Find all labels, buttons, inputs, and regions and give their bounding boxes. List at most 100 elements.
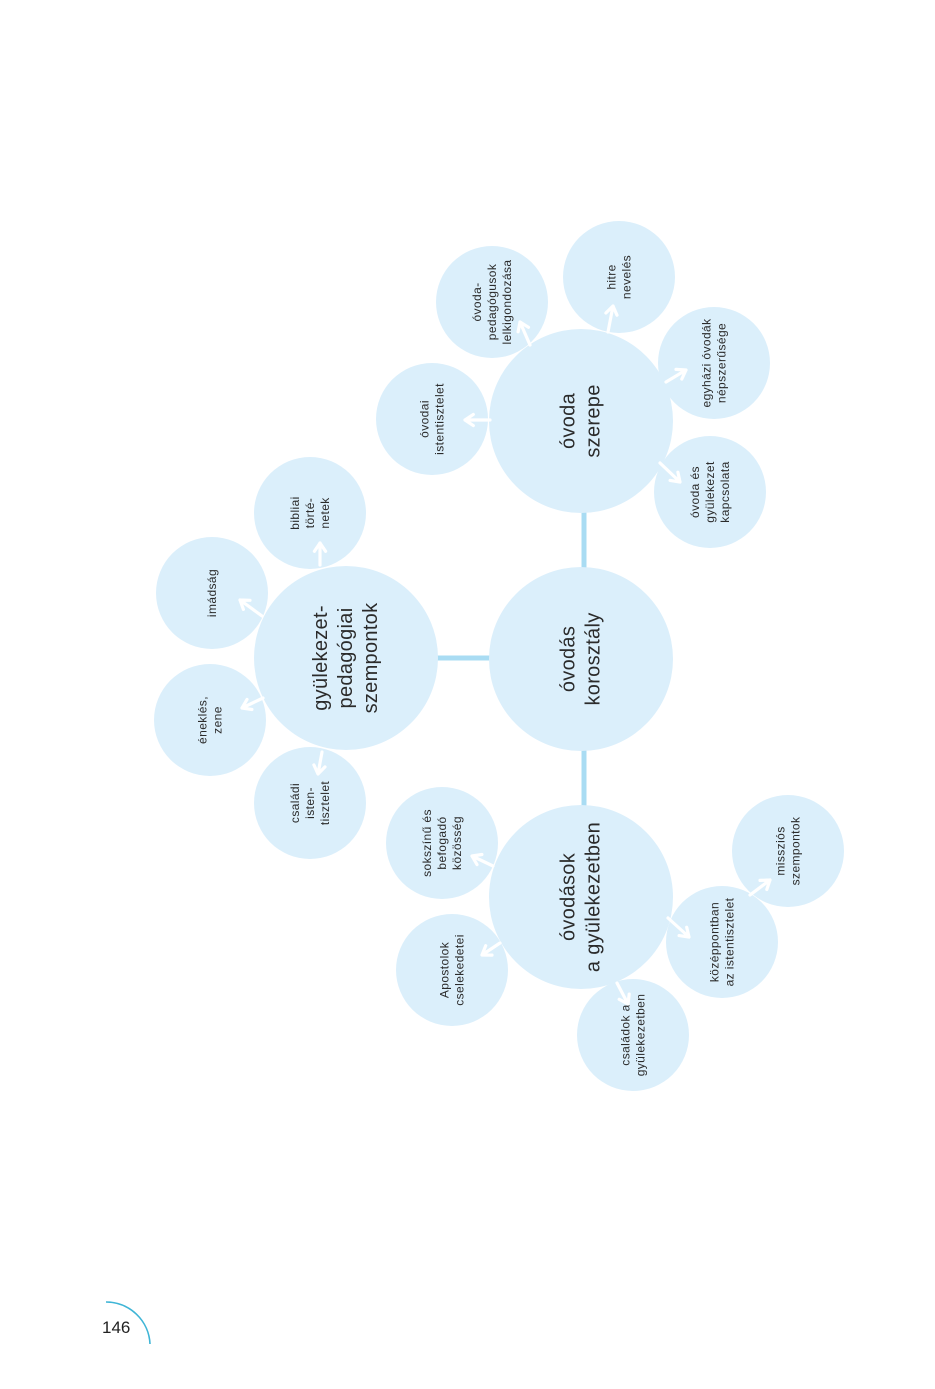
leaf-kozeppontban-label-line: középpontban (708, 902, 722, 982)
leaf-misszios-label: missziósszempontok (774, 816, 803, 885)
leaf-ovodai-isten-bubble (376, 363, 488, 475)
leaf-lelkigondozas-label: óvoda-pedagógusoklelkigondozása (470, 260, 514, 345)
hub-center-label-line: korosztály (583, 612, 605, 705)
leaf-ovodai-isten-label: óvodaiistentisztelet (418, 383, 447, 455)
leaf-bibliai-label-line: netek (318, 497, 332, 529)
hub-gyulekezet-bubble (254, 566, 438, 750)
leaf-bibliai: bibliaitörté-netek (254, 457, 366, 569)
leaf-misszios: missziósszempontok (732, 795, 844, 907)
hub-gyulekezet-label-line: pedagógiai (335, 608, 357, 709)
leaf-lelkigondozas-label-line: lelkigondozása (500, 260, 514, 345)
leaf-apostolok-label-line: Apostolok (438, 941, 452, 998)
leaf-ovodai-isten-label-line: óvodai (418, 400, 432, 438)
leaf-sokszinu-label-line: sokszínű és (420, 809, 434, 877)
arrow-to-enekles (240, 696, 265, 712)
arrow-to-bibliai (312, 541, 328, 567)
page-number: 146 (102, 1318, 131, 1337)
arrow-to-imadsag (238, 598, 264, 618)
leaf-lelkigondozas: óvoda-pedagógusoklelkigondozása (436, 246, 548, 358)
leaf-apostolok: Apostolokcselekedetei (396, 914, 508, 1026)
leaf-kapcsolata-label: óvoda ésgyülekezetkapcsolata (688, 461, 732, 523)
leaf-hitre: hitrenevelés (563, 221, 675, 333)
leaf-kapcsolata-label-line: kapcsolata (718, 461, 732, 522)
leaf-bibliai-bubble (254, 457, 366, 569)
leaf-bibliai-label-line: bibliai (288, 496, 302, 530)
leaf-sokszinu-label: sokszínű ésbefogadóközösség (420, 809, 464, 877)
leaf-nepszeruseg-label: egyházi óvodáknépszerűsége (700, 318, 729, 408)
leaf-csaladi-isten-bubble (254, 747, 366, 859)
arrow-to-sokszinu (470, 852, 495, 868)
leaf-enekles: éneklés,zene (154, 664, 266, 776)
leaf-apostolok-bubble (396, 914, 508, 1026)
leaf-enekles-label: éneklés,zene (196, 696, 225, 744)
leaf-sokszinu: sokszínű ésbefogadóközösség (386, 787, 498, 899)
arrow-to-csaladok (615, 981, 631, 1006)
leaf-csaladok: családok agyülekezetben (577, 979, 689, 1091)
leaf-kozeppontban-bubble (666, 886, 778, 998)
hub-center-label-line: óvodás (558, 626, 580, 692)
leaf-csaladok-label-line: gyülekezetben (634, 994, 648, 1077)
leaf-sokszinu-label-line: befogadó (435, 816, 449, 869)
arrow-to-misszios (748, 878, 772, 897)
leaf-ovodai-isten: óvodaiistentisztelet (376, 363, 488, 475)
leaf-enekles-bubble (154, 664, 266, 776)
hub-ovodasok-bubble (489, 805, 673, 989)
leaf-misszios-label-line: szempontok (789, 816, 803, 885)
arrow-to-kapcsolata (658, 461, 682, 484)
arrow-to-kozeppontban (666, 916, 691, 939)
leaf-hitre-label-line: hitre (605, 264, 619, 289)
leaf-csaladok-bubble (577, 979, 689, 1091)
leaf-nepszeruseg-label-line: egyházi óvodák (700, 318, 714, 408)
leaf-lelkigondozas-label-line: óvoda- (470, 282, 484, 321)
arrow-to-csaladi-isten (312, 750, 327, 776)
leaf-sokszinu-label-line: közösség (450, 816, 464, 870)
leaf-nepszeruseg-label-line: népszerűsége (715, 323, 729, 403)
leaf-kozeppontban: középpontbanaz istentisztelet (666, 886, 778, 998)
leaf-sokszinu-bubble (386, 787, 498, 899)
leaf-apostolok-label: Apostolokcselekedetei (438, 934, 467, 1006)
connectors (437, 512, 587, 806)
leaf-apostolok-label-line: cselekedetei (453, 934, 467, 1006)
leaf-nepszeruseg-bubble (658, 307, 770, 419)
leaf-imadsag-label: imádság (205, 569, 219, 617)
hub-szerepe-label-line: óvoda (558, 392, 580, 449)
hub-gyulekezet-label-line: szempontok (360, 602, 382, 714)
leaf-csaladi-isten: családiisten-tisztelet (254, 747, 366, 859)
leaf-hitre-label-line: nevelés (620, 255, 634, 299)
leaf-misszios-label-line: missziós (774, 826, 788, 875)
leaf-lelkigondozas-label-line: pedagógusok (485, 263, 499, 340)
leaf-csaladi-isten-label-line: családi (288, 783, 302, 823)
leaf-ovodai-isten-label-line: istentisztelet (433, 383, 447, 455)
hub-gyulekezet-label-line: gyülekezet- (310, 605, 332, 711)
leaf-bibliai-label: bibliaitörté-netek (288, 496, 332, 530)
leaf-csaladi-isten-label: családiisten-tisztelet (288, 781, 332, 826)
leaf-enekles-label-line: éneklés, (196, 696, 210, 744)
leaf-kapcsolata-bubble (654, 436, 766, 548)
leaf-kozeppontban-label: középpontbanaz istentisztelet (708, 897, 737, 986)
arrows (238, 304, 772, 1006)
leaf-enekles-label-line: zene (211, 706, 225, 734)
leaf-kapcsolata: óvoda ésgyülekezetkapcsolata (654, 436, 766, 548)
leaf-imadsag-label-line: imádság (205, 569, 219, 617)
arrow-to-lelkigondozas (516, 320, 532, 347)
arrow-to-apostolok (480, 941, 502, 957)
hub-szerepe-bubble (489, 329, 673, 513)
hub-center-bubble (489, 567, 673, 751)
leaf-hitre-label: hitrenevelés (605, 255, 634, 299)
leaf-kozeppontban-label-line: az istentisztelet (723, 897, 737, 986)
leaf-kapcsolata-label-line: gyülekezet (703, 461, 717, 523)
leaf-csaladi-isten-label-line: isten- (303, 787, 317, 819)
hub-szerepe-label-line: szerepe (583, 384, 605, 457)
leaf-csaladi-isten-label-line: tisztelet (318, 781, 332, 826)
hub-ovodasok-label-line: óvodások (558, 852, 580, 941)
leaf-hitre-bubble (563, 221, 675, 333)
leaf-nepszeruseg: egyházi óvodáknépszerűsége (658, 307, 770, 419)
